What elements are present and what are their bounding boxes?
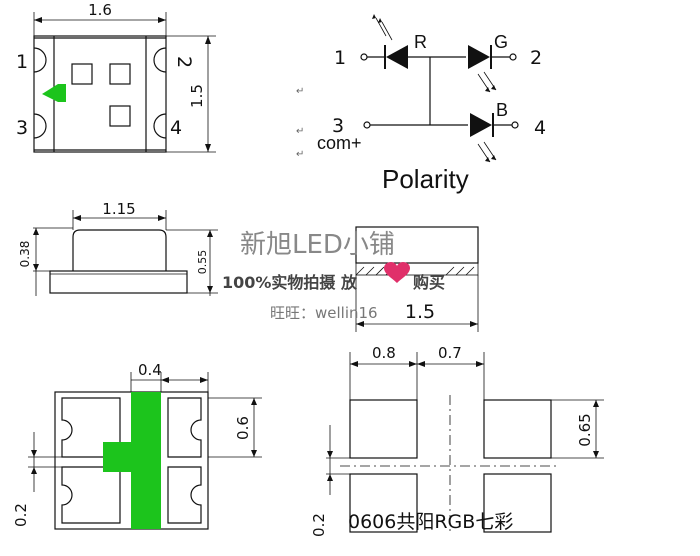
watermark-slogan-part2: 购买 (413, 273, 445, 292)
diode-b-emission-heads (485, 155, 496, 162)
side-view-right-arrows (207, 230, 213, 293)
footprint-dim-height: 0.65 (576, 413, 594, 446)
schematic-pin-1: 1 (334, 47, 346, 69)
footprint-pad-br (483, 473, 552, 533)
polarity-title: Polarity (382, 164, 469, 194)
diode-b-icon (470, 113, 492, 137)
top-view-outline (33, 35, 167, 153)
bottom-view-pad-1 (61, 397, 121, 458)
return-mark-3: ↵ (296, 149, 304, 160)
top-view-chip-g (109, 63, 131, 85)
footprint-right-arrows (593, 400, 599, 458)
top-view-pin-4: 4 (170, 117, 182, 139)
top-view-pin-1: 1 (16, 51, 28, 73)
bottom-view-pad-3 (61, 466, 121, 524)
top-view: 1.6 1 2 3 4 1.5 (16, 1, 216, 153)
end-view-width-label: 1.5 (405, 301, 435, 323)
footprint-top-arrows (350, 361, 484, 367)
bottom-view-right-label: 0.6 (234, 416, 252, 440)
side-view-width-label: 1.15 (102, 200, 135, 218)
bottom-view-top-label: 0.4 (138, 361, 162, 379)
schematic-terminal-4 (511, 121, 519, 129)
bottom-view-left-label: 0.2 (12, 503, 30, 527)
top-view-pin-3: 3 (16, 117, 28, 139)
footprint-dim-right: 0.7 (438, 344, 462, 362)
top-view-chip-r (71, 63, 93, 85)
diode-g-icon (468, 45, 490, 69)
diode-r-icon (386, 45, 408, 69)
footprint-pad-tr (483, 399, 552, 459)
schematic-pin-3: 3 (332, 115, 344, 137)
diode-r-emission-heads (372, 14, 382, 23)
schematic-terminal-1 (360, 53, 368, 61)
bottom-view: 0.4 0.6 0.2 (12, 361, 262, 530)
return-mark-2: ↵ (296, 126, 304, 137)
polarity-marker-icon (42, 84, 66, 102)
side-view-right-label: 0.55 (196, 250, 209, 275)
bottom-view-pad-2 (167, 397, 202, 458)
return-mark-1: ↵ (296, 86, 304, 97)
footprint-pad-tl (349, 399, 418, 459)
pcb-footprint: 0.8 0.7 0.65 0.2 (310, 344, 604, 537)
side-view-left-label: 0.38 (18, 241, 32, 268)
shop-watermark: 新旭LED小铺 100%实物拍摄 放 购买 旺旺：wellin16 (222, 230, 445, 322)
end-view-base (355, 262, 479, 276)
schematic-terminal-2 (509, 53, 517, 61)
top-view-notch-4 (153, 113, 167, 139)
footprint-dim-left: 0.8 (372, 344, 396, 362)
footprint-pad-bl (349, 473, 418, 533)
bottom-view-left-arrows (31, 450, 37, 474)
top-view-width-label: 1.6 (88, 1, 112, 19)
diode-g-emission-heads (485, 85, 496, 92)
side-view: 1.15 0.38 0.55 (18, 200, 218, 296)
diode-g-label: G (494, 32, 508, 52)
end-view: 1.5 (355, 226, 479, 332)
heart-icon (384, 262, 410, 283)
side-view-base (49, 270, 188, 294)
schematic-pin-4: 4 (534, 117, 546, 139)
top-view-height-label: 1.5 (188, 84, 206, 108)
top-view-pin-2: 2 (173, 56, 195, 68)
diode-b-label: B (496, 100, 508, 120)
bottom-view-right-arrows (251, 398, 257, 457)
diode-r-label: R (414, 32, 427, 52)
watermark-slogan-part1: 100%实物拍摄 放 (222, 273, 358, 292)
top-view-chip-b (109, 105, 131, 127)
top-view-notch-3 (33, 113, 47, 139)
watermark-contact: 旺旺：wellin16 (270, 304, 378, 322)
schematic-terminal-3 (363, 121, 371, 129)
bottom-view-common-stripe (131, 392, 161, 529)
top-view-notch-1 (33, 47, 47, 73)
footprint-left-arrows (327, 451, 333, 481)
side-view-lens (72, 229, 167, 271)
common-anode-label: com+ (317, 133, 362, 153)
top-view-notch-2 (153, 47, 167, 73)
footprint-dim-gap: 0.2 (310, 513, 328, 537)
polarity-schematic: 1 R G 2 3 com+ B 4 ↵ (296, 14, 546, 194)
watermark-shop-name: 新旭LED小铺 (240, 230, 395, 260)
bottom-view-polarity-tab (103, 442, 133, 472)
diode-r-emission-icon (375, 17, 393, 41)
product-caption: 0606共阳RGB七彩 (348, 511, 513, 533)
bottom-view-pad-4 (167, 466, 202, 524)
schematic-pin-2: 2 (530, 47, 542, 69)
